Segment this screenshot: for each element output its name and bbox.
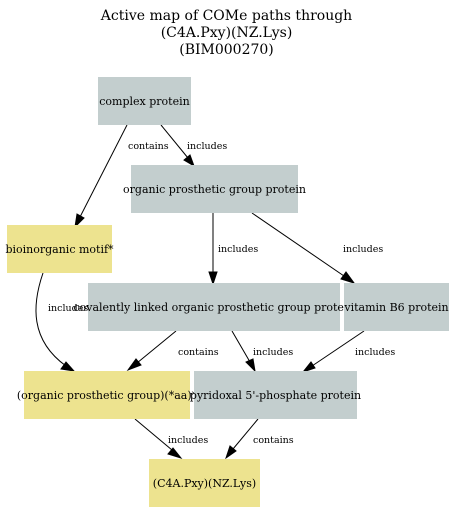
node-c4a-pxy-nz-lys[interactable]: (C4A.Pxy)(NZ.Lys)	[149, 459, 260, 507]
arrow-head	[126, 358, 142, 372]
edge-label-contains: contains	[128, 141, 169, 152]
edge-line	[134, 418, 173, 451]
edge-label-contains: contains	[178, 347, 219, 358]
edge-bioinorganic-to-prosthetic-aa: includes	[35, 272, 88, 372]
title-line-1: Active map of COMe paths through	[100, 8, 353, 24]
node-box	[88, 283, 340, 331]
node-label: organic prosthetic group protein	[123, 183, 306, 196]
edge-line	[35, 272, 67, 367]
edge-vitamin-b6-to-pyridoxal: includes	[301, 330, 395, 374]
arrow-head	[245, 358, 256, 373]
node-organic-prosthetic-group-protein[interactable]: organic prosthetic group protein	[123, 165, 306, 213]
edge-covalently-to-pyridoxal: includes	[231, 330, 293, 373]
edge-label-includes: includes	[355, 347, 395, 358]
edge-label-contains: contains	[253, 435, 294, 446]
edge-label-includes: includes	[218, 244, 258, 255]
arrow-head	[301, 361, 316, 374]
arrow-head	[60, 361, 76, 372]
node-pyridoxal-phosphate-protein[interactable]: pyridoxal 5'-phosphate protein	[190, 371, 361, 419]
arrow-head	[340, 271, 356, 284]
node-label: covalently linked organic prosthetic gro…	[73, 301, 354, 314]
node-complex-protein[interactable]: complex protein	[98, 77, 191, 125]
arrow-head	[225, 445, 237, 460]
title-line-3: (BIM000270)	[179, 42, 274, 58]
node-box	[194, 371, 357, 419]
edge-organic-to-vitamin-b6: includes	[251, 212, 383, 284]
edge-label-includes: includes	[187, 141, 227, 152]
node-box	[7, 225, 112, 273]
edge-line	[231, 330, 251, 363]
node-label: (organic prosthetic group)(*aa)*	[17, 389, 198, 402]
node-box	[24, 371, 190, 419]
edge-pyridoxal-to-target: contains	[225, 418, 294, 460]
arrow-head	[208, 271, 218, 286]
edge-label-includes: includes	[168, 435, 208, 446]
node-box	[98, 77, 191, 125]
node-label: pyridoxal 5'-phosphate protein	[190, 389, 361, 402]
edge-line	[251, 212, 345, 277]
arrow-head	[74, 213, 85, 229]
node-organic-prosthetic-group-aa[interactable]: (organic prosthetic group)(*aa)*	[17, 371, 198, 419]
edge-line	[79, 124, 128, 218]
edge-line	[232, 418, 259, 450]
edge-label-includes: includes	[48, 303, 88, 314]
node-covalently-linked-organic-prosthetic-group-protein[interactable]: covalently linked organic prosthetic gro…	[73, 283, 355, 331]
diagram-title: Active map of COMe paths through (C4A.Px…	[0, 8, 453, 59]
edge-prosthetic-aa-to-target: includes	[134, 418, 208, 459]
node-box	[131, 165, 298, 213]
arrow-head	[167, 447, 183, 459]
edge-line	[160, 124, 189, 159]
node-box	[344, 283, 449, 331]
node-box	[149, 459, 260, 507]
node-label: vitamin B6 protein	[343, 301, 448, 314]
arrow-head	[183, 154, 195, 168]
node-label: bioinorganic motif*	[5, 243, 114, 256]
edge-complex-to-organic-prosthetic: includes	[160, 124, 227, 168]
node-label: (C4A.Pxy)(NZ.Lys)	[153, 477, 256, 490]
edge-label-includes: includes	[253, 347, 293, 358]
title-line-2: (C4A.Pxy)(NZ.Lys)	[160, 25, 293, 41]
edge-covalently-to-prosthetic-aa: contains	[126, 330, 219, 372]
edge-label-includes: includes	[343, 244, 383, 255]
edge-line	[136, 330, 177, 364]
edge-complex-to-bioinorganic: contains	[74, 124, 169, 229]
edge-line	[311, 330, 365, 367]
node-label: complex protein	[99, 95, 189, 108]
edge-organic-to-covalently: includes	[208, 213, 258, 286]
node-bioinorganic-motif[interactable]: bioinorganic motif*	[5, 225, 114, 273]
node-vitamin-b6-protein[interactable]: vitamin B6 protein	[343, 283, 449, 331]
